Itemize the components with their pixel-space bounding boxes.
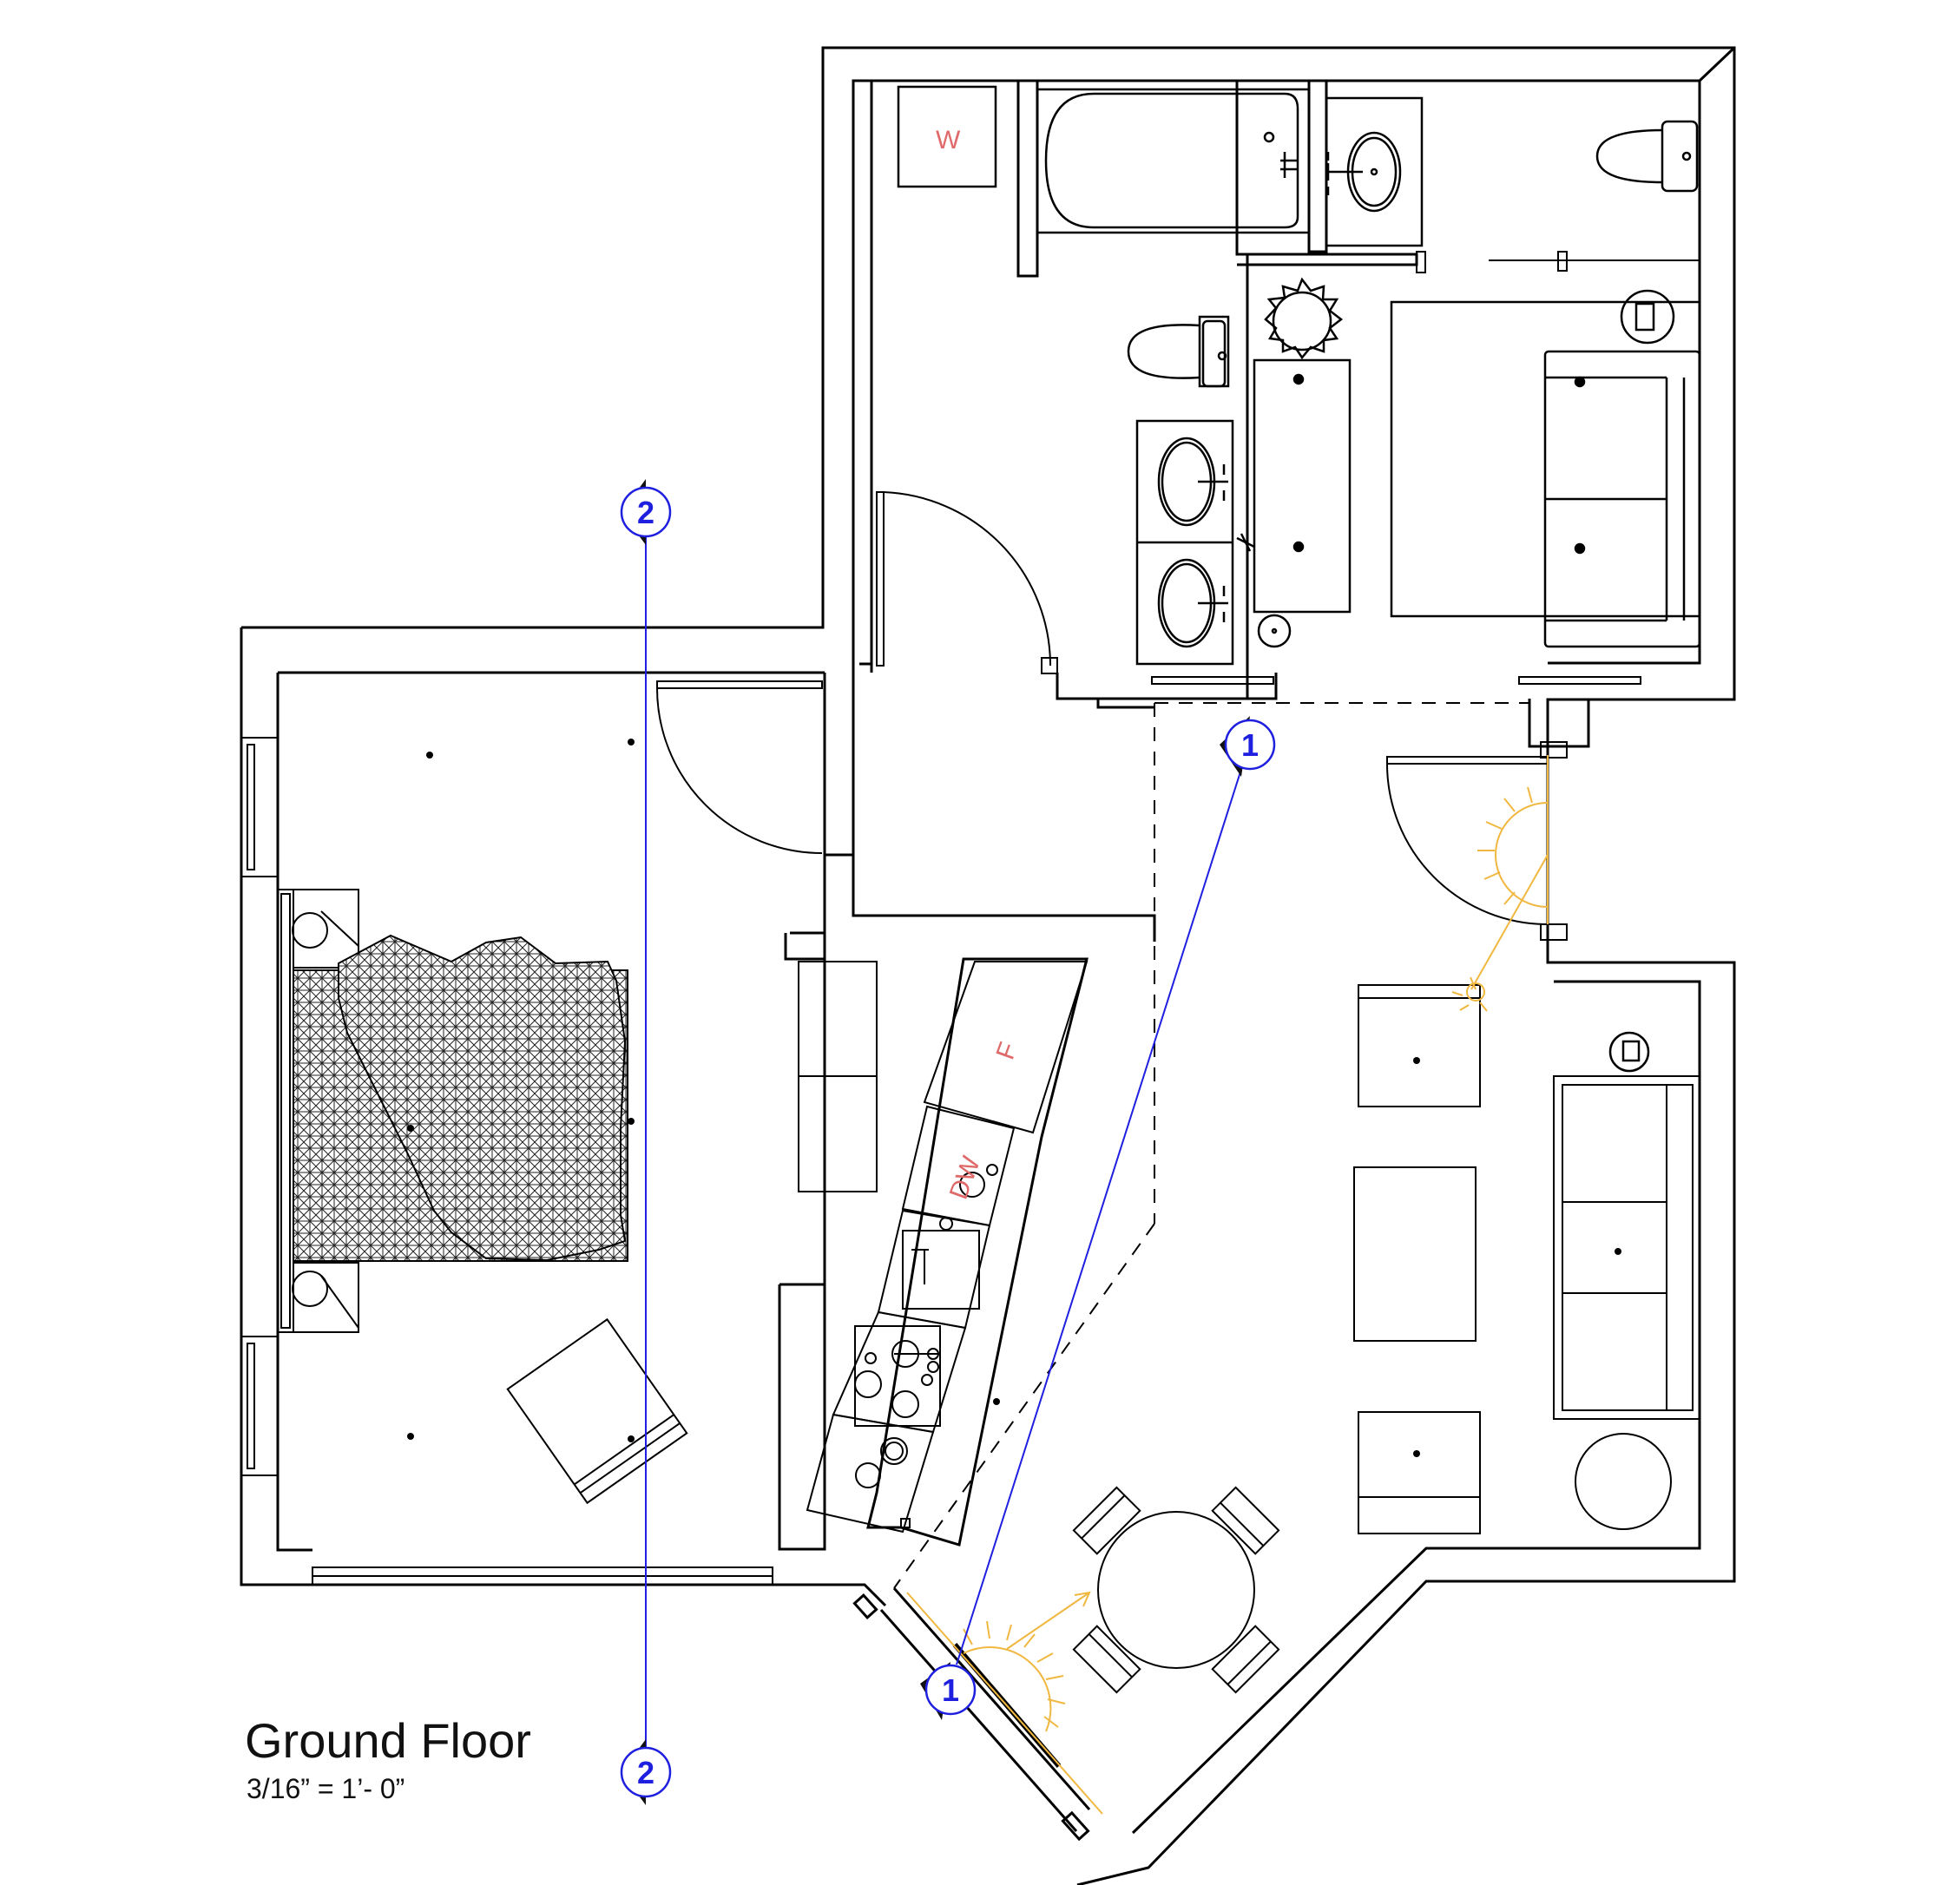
section-line-1 (956, 763, 1244, 1665)
nightstand-top (293, 889, 359, 969)
section-marker-2-bottom[interactable]: 2 (620, 1739, 672, 1805)
nightstand-bottom (293, 1262, 359, 1333)
doors (656, 251, 1700, 941)
drawing-scale: 3/16” = 1’- 0” (247, 1773, 405, 1804)
cooktop (832, 1310, 967, 1434)
dining-table (1097, 1511, 1255, 1669)
ceiling-fixtures (407, 739, 1621, 1457)
drawing-title: Ground Floor (245, 1713, 531, 1768)
bedroom-armchair (506, 1317, 688, 1505)
dishwasher-label: DW (944, 1152, 986, 1203)
fridge-label: F (991, 1039, 1023, 1064)
washer-label: W (936, 126, 961, 154)
dashed-boundaries (893, 702, 1529, 1589)
wardrobe (1253, 358, 1352, 614)
sofa (1553, 1075, 1700, 1420)
light-fixtures (906, 755, 1549, 1815)
bathtub (1036, 88, 1311, 234)
kitchen (798, 961, 1089, 1534)
section-marker-1-bottom[interactable]: 1 (920, 1662, 977, 1720)
toilet-top (1661, 120, 1699, 193)
section-marker-2-top-label: 2 (637, 495, 654, 530)
fridge (923, 961, 1089, 1134)
sink-top (1325, 96, 1424, 247)
section-marker-2-bottom-label: 2 (637, 1755, 654, 1790)
armchair-top (1358, 984, 1481, 1107)
section-marker-1-top-label: 1 (1241, 727, 1259, 763)
bedroom-windows (240, 737, 773, 1586)
section-marker-1-bottom-label: 1 (942, 1672, 959, 1708)
armchair-bottom (1358, 1411, 1481, 1534)
sliding-door (852, 1587, 1091, 1842)
coffee-table (1353, 1166, 1477, 1342)
section-marker-2-top[interactable]: 2 (620, 479, 672, 545)
kitchen-sink (877, 1209, 991, 1330)
round-side-table (1575, 1433, 1672, 1530)
bedroom (277, 739, 1621, 1505)
section-marker-1-top[interactable]: 1 (1220, 716, 1276, 777)
living-dining (1072, 984, 1700, 1694)
bathroom-fixtures (897, 85, 1701, 1073)
washer (897, 85, 997, 188)
